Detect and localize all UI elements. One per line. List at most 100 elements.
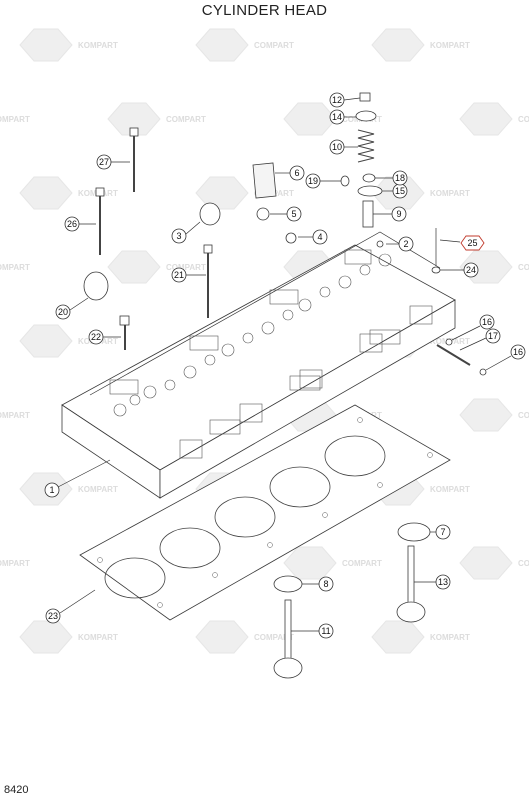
- callout-18: 18: [375, 170, 408, 186]
- callout-label: 17: [488, 331, 498, 341]
- watermark-text: COMPART: [254, 41, 294, 50]
- callout-label: 22: [91, 332, 101, 342]
- watermark-tile: COMPART: [107, 102, 206, 136]
- callout-26: 26: [64, 216, 96, 232]
- callout-1: 1: [44, 459, 111, 498]
- callout-25: 25: [439, 235, 485, 251]
- watermark-tile: COMPART: [283, 546, 382, 580]
- callout-12: 12: [329, 92, 361, 108]
- watermark-tile: KOMPART: [371, 28, 470, 62]
- watermark-tile: COMPART: [0, 559, 30, 568]
- callout-13: 13: [414, 574, 451, 590]
- watermark-text: KOMPART: [78, 633, 118, 642]
- watermark-text: COMPART: [518, 263, 529, 272]
- callout-label: 9: [396, 209, 401, 219]
- watermark-text: KOMPART: [78, 485, 118, 494]
- callout-16-lower: 16: [485, 344, 526, 371]
- watermark-text: KOMPART: [430, 485, 470, 494]
- watermark-tile: COMPART: [0, 411, 30, 420]
- watermark-tile: COMPART: [459, 546, 529, 580]
- callout-2: 2: [386, 236, 414, 252]
- watermark-tile: KOMPART: [371, 620, 470, 654]
- watermark-tile: KOMPART: [19, 28, 118, 62]
- callout-7: 7: [430, 524, 451, 540]
- callout-label: 19: [308, 176, 318, 186]
- callout-5: 5: [270, 206, 302, 222]
- callout-label: 12: [332, 95, 342, 105]
- callout-label: 21: [174, 270, 184, 280]
- watermark-text: KOMPART: [430, 41, 470, 50]
- bolts-and-plugs: [83, 127, 487, 376]
- callout-27: 27: [96, 154, 130, 170]
- watermark-tile: KOMPART: [19, 324, 118, 358]
- callout-11: 11: [291, 623, 334, 639]
- cylinder-head: [61, 231, 456, 499]
- watermark-text: KOMPART: [430, 189, 470, 198]
- callout-3: 3: [171, 221, 201, 244]
- callout-label: 14: [332, 112, 342, 122]
- callout-20: 20: [55, 297, 89, 320]
- callout-22: 22: [88, 329, 121, 345]
- callout-label: 3: [176, 231, 181, 241]
- watermark-text: COMPART: [254, 633, 294, 642]
- watermark-tile: COMPART: [459, 398, 529, 432]
- callout-label: 23: [48, 611, 58, 621]
- callout-label: 26: [67, 219, 77, 229]
- watermark-text: KOMPART: [430, 633, 470, 642]
- callout-24: 24: [440, 262, 479, 278]
- callout-21: 21: [171, 267, 206, 283]
- watermark-text: COMPART: [166, 263, 206, 272]
- watermark-text: COMPART: [0, 411, 30, 420]
- loose-parts: [273, 522, 431, 679]
- callout-label: 16: [482, 317, 492, 327]
- watermark-tile: COMPART: [0, 115, 30, 124]
- callout-label: 15: [395, 186, 405, 196]
- callout-label: 24: [466, 265, 476, 275]
- watermark-tile: COMPART: [0, 263, 30, 272]
- watermark-tile: KOMPART: [19, 472, 118, 506]
- watermark-text: COMPART: [342, 559, 382, 568]
- callout-4: 4: [298, 229, 328, 245]
- callout-6: 6: [275, 165, 305, 181]
- callout-23: 23: [45, 589, 96, 624]
- callout-label: 27: [99, 157, 109, 167]
- callout-label: 5: [291, 209, 296, 219]
- watermark-text: COMPART: [0, 559, 30, 568]
- watermark-text: COMPART: [518, 115, 529, 124]
- callout-label: 10: [332, 142, 342, 152]
- callout-label: 6: [294, 168, 299, 178]
- head-gasket: [79, 404, 451, 621]
- callout-16-upper: 16: [451, 314, 495, 341]
- callout-label: 20: [58, 307, 68, 317]
- watermark-text: COMPART: [0, 263, 30, 272]
- callout-17: 17: [459, 328, 501, 351]
- watermark-tile: COMPART: [195, 620, 294, 654]
- callout-8: 8: [302, 576, 334, 592]
- callout-label: 18: [395, 173, 405, 183]
- callout-label: 8: [323, 579, 328, 589]
- callout-label: 25: [467, 238, 477, 248]
- callout-label: 1: [49, 485, 54, 495]
- page-code: 8420: [4, 784, 29, 796]
- callout-label: 16: [513, 347, 523, 357]
- callout-label: 7: [440, 527, 445, 537]
- watermark-text: COMPART: [518, 559, 529, 568]
- callout-14: 14: [329, 109, 356, 125]
- callout-19: 19: [305, 173, 341, 189]
- watermark-tile: COMPART: [195, 28, 294, 62]
- callout-label: 13: [438, 577, 448, 587]
- callout-10: 10: [329, 139, 358, 155]
- callout-label: 4: [317, 232, 322, 242]
- watermark-tile: KOMPART: [19, 620, 118, 654]
- watermark-text: KOMPART: [78, 41, 118, 50]
- valve-train-upper: [199, 92, 441, 274]
- callout-label: 11: [321, 626, 330, 636]
- callout-label: 2: [403, 239, 408, 249]
- callouts: 1 2 3 4 5 6 7: [44, 92, 526, 639]
- watermark-text: COMPART: [518, 411, 529, 420]
- page-title: CYLINDER HEAD: [201, 2, 328, 19]
- watermark-tile: KOMPART: [371, 176, 470, 210]
- watermark-text: COMPART: [166, 115, 206, 124]
- watermark-text: COMPART: [0, 115, 30, 124]
